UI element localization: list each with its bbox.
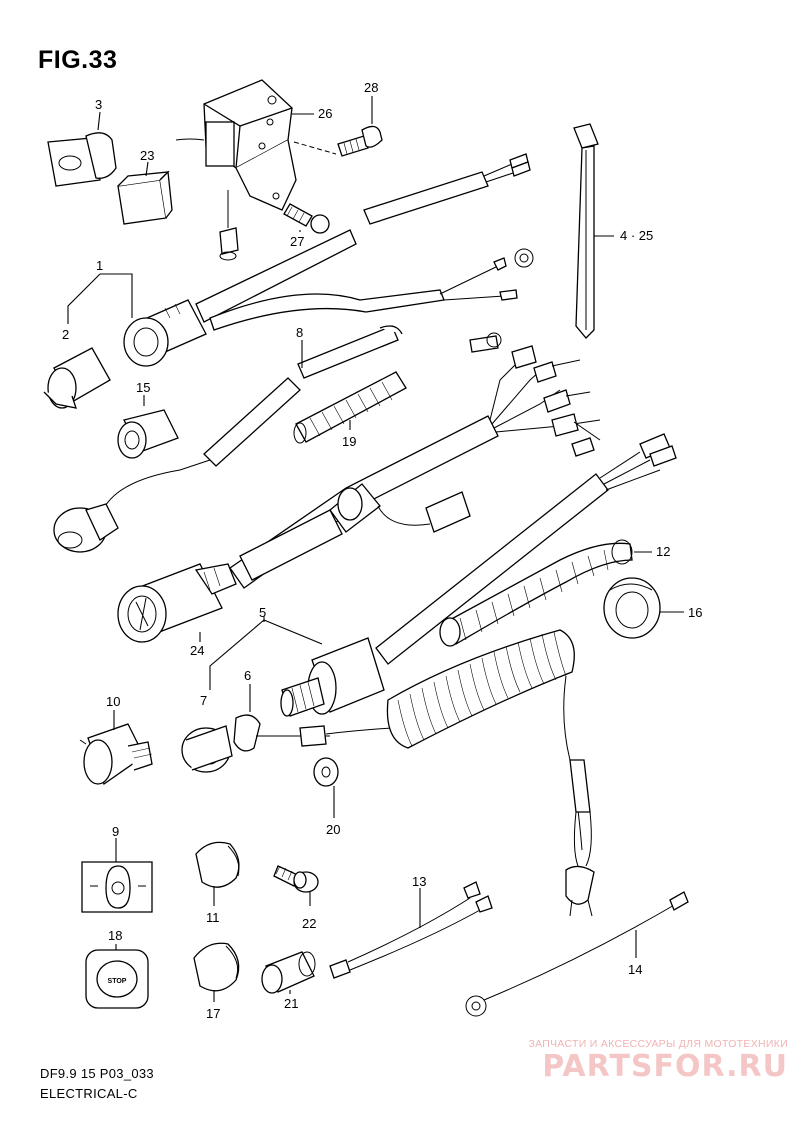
callout-17: 17 xyxy=(206,1006,220,1021)
callout-10: 10 xyxy=(106,694,120,709)
part-13-lead-wire[interactable] xyxy=(329,881,493,979)
callout-22: 22 xyxy=(302,916,316,931)
bracket-5 xyxy=(209,619,323,690)
part-6-clip[interactable] xyxy=(233,714,330,752)
callout-11: 11 xyxy=(206,910,220,925)
part-5-switch[interactable] xyxy=(280,637,385,717)
part-15-plug[interactable] xyxy=(117,409,179,459)
callout-2: 2 xyxy=(62,327,69,342)
callout-16: 16 xyxy=(688,605,702,620)
part-17-cap[interactable] xyxy=(193,942,240,992)
part-24-connector[interactable] xyxy=(117,563,237,643)
callout-4-25: 4 · 25 xyxy=(620,228,653,243)
main-harness[interactable] xyxy=(229,332,601,589)
ground-leads[interactable] xyxy=(209,248,534,331)
callout-15: 15 xyxy=(136,380,150,395)
part-8-tube[interactable] xyxy=(203,325,403,467)
bracket-1-2 xyxy=(67,273,133,324)
callout-5: 5 xyxy=(259,605,266,620)
part-27-screw[interactable] xyxy=(283,203,330,234)
part-28-bolt[interactable] xyxy=(337,125,383,157)
callout-20: 20 xyxy=(326,822,340,837)
callout-27: 27 xyxy=(290,234,304,249)
callout-13: 13 xyxy=(412,874,426,889)
callout-26: 26 xyxy=(318,106,332,121)
part-4-25-cable-tie[interactable] xyxy=(573,123,599,339)
small-clip[interactable] xyxy=(219,190,239,261)
callout-7: 7 xyxy=(200,693,207,708)
leader-3 xyxy=(97,111,101,131)
part-14-ground-wire[interactable] xyxy=(465,891,689,1017)
leader-23 xyxy=(145,161,149,177)
part-23-pad[interactable] xyxy=(117,170,173,225)
part-12-corrugated-tube[interactable] xyxy=(439,539,633,647)
leader-28-dashed xyxy=(293,141,337,155)
part-15b-grommet[interactable] xyxy=(53,503,119,553)
callout-18: 18 xyxy=(108,928,122,943)
callout-6: 6 xyxy=(244,668,251,683)
stop-label: STOP xyxy=(108,978,127,985)
part-3-grommet[interactable] xyxy=(47,132,117,187)
figure-section: ELECTRICAL-C xyxy=(40,1086,138,1101)
callout-14: 14 xyxy=(628,962,642,977)
callout-19: 19 xyxy=(342,434,356,449)
part-2-cap[interactable] xyxy=(43,347,111,409)
figure-code: DF9.9 15 P03_033 xyxy=(40,1066,154,1081)
figure-title: FIG.33 xyxy=(38,46,118,74)
callout-24: 24 xyxy=(190,643,204,658)
part-10-sensor[interactable] xyxy=(79,723,153,786)
part-21-sleeve[interactable] xyxy=(261,951,316,994)
part-26-bracket[interactable] xyxy=(175,79,297,211)
part-11-cap[interactable] xyxy=(195,841,240,888)
callout-23: 23 xyxy=(140,148,154,163)
part-7-nut[interactable] xyxy=(181,725,233,773)
callout-8: 8 xyxy=(296,325,303,340)
callout-12: 12 xyxy=(656,544,670,559)
part-20-washer[interactable] xyxy=(313,757,339,787)
part-1-connector[interactable] xyxy=(123,229,357,367)
figure-footer: DF9.9 15 P03_033 ELECTRICAL-C xyxy=(40,1064,154,1104)
callout-21: 21 xyxy=(284,996,298,1011)
part-22-bolt[interactable] xyxy=(273,865,319,893)
callout-28: 28 xyxy=(364,80,378,95)
callout-3: 3 xyxy=(95,97,102,112)
callout-1: 1 xyxy=(96,258,103,273)
callout-9: 9 xyxy=(112,824,119,839)
coiled-cord[interactable] xyxy=(325,629,595,917)
part-18-stop-switch[interactable]: STOP xyxy=(85,949,149,1009)
part-9-panel[interactable] xyxy=(81,861,153,913)
part-19-sleeve[interactable] xyxy=(293,371,407,444)
cable-right[interactable] xyxy=(375,433,677,665)
wire-15 xyxy=(103,459,211,509)
part-16-ring[interactable] xyxy=(603,577,661,639)
cable-upper-right[interactable] xyxy=(363,153,531,225)
